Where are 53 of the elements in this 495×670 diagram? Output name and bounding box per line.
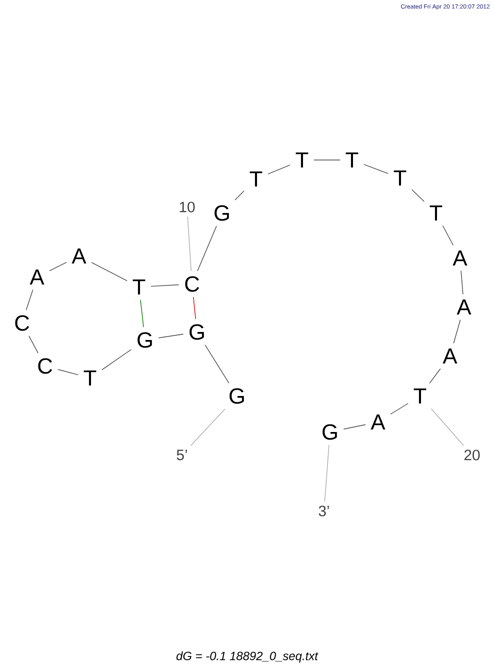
caption: dG = -0.1 18892_0_seq.txt (176, 651, 318, 663)
backbone-line (453, 319, 461, 344)
nucleotide-letter: T (430, 205, 442, 221)
backbone-line (442, 225, 454, 246)
nucleotide-letter: T (250, 171, 262, 187)
backbone-line (150, 284, 180, 287)
backbone-line (364, 164, 388, 174)
backbone-line (268, 164, 290, 174)
nucleotide-letter: T (296, 152, 308, 168)
leader-line (187, 216, 192, 272)
position-label: 20 (464, 450, 480, 460)
nucleotide-letter: A (370, 414, 386, 430)
backbone-line (429, 368, 441, 384)
backbone-line (102, 349, 132, 370)
nucleotide-letter: A (456, 299, 472, 315)
nucleotide-letter: A (452, 250, 468, 266)
leader-line (430, 408, 464, 446)
nucleotide-letter: C (185, 276, 200, 292)
nucleotide-letter: T (414, 388, 426, 404)
position-label: 3’ (318, 506, 329, 516)
backbone-line (460, 270, 464, 295)
backbone-line (49, 262, 67, 272)
backbone-line (234, 190, 244, 200)
backbone-line (58, 369, 78, 376)
nucleotide-letter: C (15, 315, 30, 331)
nucleotide-letter: C (38, 358, 52, 374)
backbone-line (26, 289, 34, 310)
leader-line (324, 444, 330, 502)
nucleotide-letter: G (190, 324, 204, 340)
backbone-line (197, 226, 217, 272)
nucleotide-letter: T (84, 370, 96, 386)
nucleotide-letter: G (230, 388, 244, 404)
nucleotide-letter: G (322, 424, 337, 440)
leader-line (190, 408, 226, 446)
base-pair-line (193, 296, 196, 320)
nucleotide-letter: T (346, 152, 358, 168)
backbone-line (158, 334, 184, 338)
nucleotide-letter: T (394, 170, 406, 186)
position-label: 10 (180, 202, 195, 212)
backbone-line (343, 424, 366, 430)
nucleotide-letter: A (442, 348, 458, 364)
nucleotide-letter: A (30, 269, 44, 285)
backbone-line (390, 403, 408, 415)
backbone-line (412, 189, 424, 202)
base-pair-line (140, 299, 144, 328)
nucleotide-letter: A (72, 248, 86, 264)
backbone-line (28, 336, 38, 354)
nucleotide-letter: G (214, 205, 229, 221)
backbone-line (91, 262, 128, 282)
nucleotide-letter: G (138, 332, 152, 348)
backbone-line (204, 344, 230, 384)
position-label: 5’ (176, 450, 187, 460)
nucleotide-letter: T (132, 279, 146, 295)
